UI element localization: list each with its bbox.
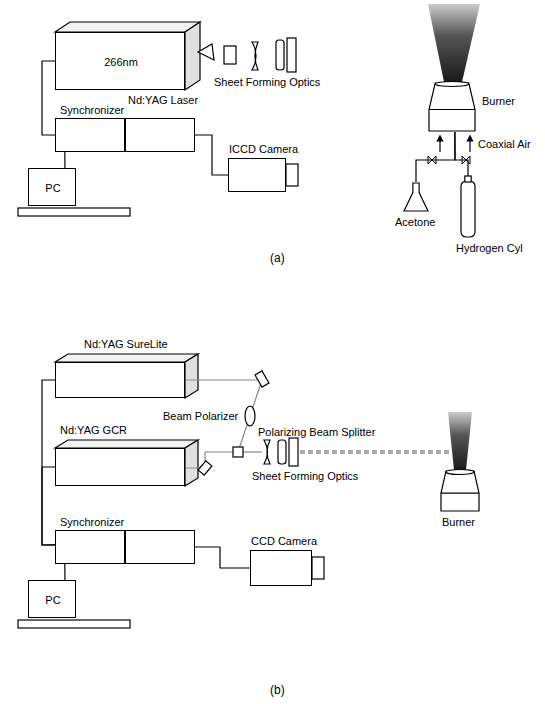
pc-monitor: PC [28,580,76,618]
cable [42,61,55,135]
camera: ICCD Camera [228,158,286,192]
sheet-optics [198,38,296,72]
acetone-flask-outline [403,182,429,212]
laser: Nd:YAG GCR [55,448,185,486]
sheet-optics [264,438,298,466]
flow-label: Coaxial Air [478,138,531,151]
device-label: Burner [482,95,515,108]
cable [64,564,65,580]
device-label: Hydrogen Cyl [456,242,523,255]
camera-lens [312,557,324,579]
burner-outline [428,82,476,132]
mirror [198,371,269,475]
synchronizer: Synchronizer [55,530,195,564]
camera-lens [286,164,298,186]
hydrogen-cylinder: Hydrogen Cyl [460,176,476,238]
cable [64,152,65,168]
laser-top-face [55,440,198,448]
flame [448,412,472,470]
box-label: PC [45,594,60,607]
device-label: Synchronizer [60,516,124,529]
cable [195,135,228,175]
cable [416,132,455,182]
laser-top-face [55,354,198,362]
device-label: Nd:YAG SureLite [84,338,168,351]
cable [195,547,250,568]
optics-label: Sheet Forming Optics [214,76,320,89]
device-label: Synchronizer [60,104,124,117]
cable [455,132,468,176]
laser-top-face [55,22,200,32]
hydrogen-cylinder-outline [460,176,476,238]
optics-label: Sheet Forming Optics [252,470,358,483]
cable [42,380,55,545]
acetone-flask: Acetone [403,182,429,212]
optics-label: Polarizing Beam Splitter [258,426,375,439]
device-label: Nd:YAG Laser [128,94,198,107]
burner: Burner [440,470,480,512]
pc-monitor: PC [28,168,76,206]
device-label: Burner [442,516,475,529]
laser-beam [185,380,450,468]
laser-side-face [185,354,198,398]
panel-label: (a) [270,252,285,265]
flame [428,4,480,82]
laser-side-face [185,440,198,486]
keyboard [18,208,130,216]
device-label: CCD Camera [251,535,317,548]
laser-side-face [185,22,200,90]
optics-label: Beam Polarizer [163,410,238,423]
camera: CCD Camera [250,550,312,586]
device-label: Nd:YAG GCR [60,424,127,437]
device-label: ICCD Camera [229,143,298,156]
beam-splitter [233,447,243,457]
burner-outline [440,470,480,512]
keyboard [18,620,130,628]
burner: Burner [428,82,476,132]
beam-polarizer [245,406,255,426]
panel-label: (b) [270,684,285,697]
box-label: 266nm [104,56,138,69]
synchronizer: Synchronizer [55,118,195,152]
device-label: Acetone [395,216,435,229]
laser: 266nmNd:YAG Laser [55,32,185,90]
laser: Nd:YAG SureLite [55,362,185,398]
cable [42,467,55,545]
box-label: PC [45,182,60,195]
